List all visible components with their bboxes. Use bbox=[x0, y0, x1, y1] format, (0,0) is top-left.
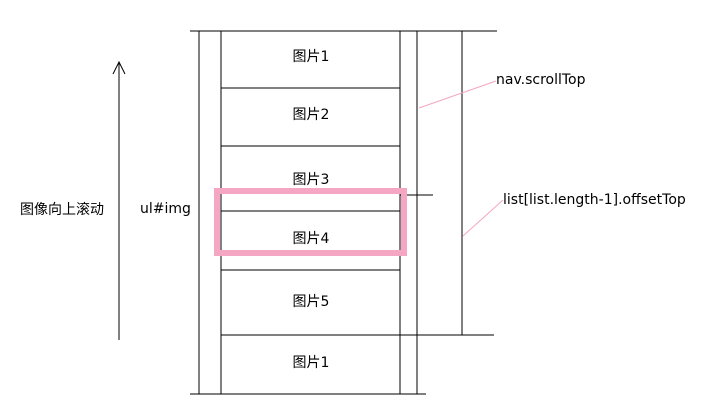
viewport-highlight bbox=[214, 188, 407, 256]
list-item-3: 图片3 bbox=[292, 172, 330, 188]
offsettop-label: list[list.length-1].offsetTop bbox=[503, 192, 686, 208]
scrolltop-leader bbox=[418, 80, 497, 109]
list-id-label: ul#img bbox=[140, 201, 191, 217]
scroll-arrow-head bbox=[112, 60, 126, 75]
list-item-6: 图片1 bbox=[292, 355, 330, 371]
scroll-direction-label: 图像向上滚动 bbox=[20, 202, 104, 218]
list-item-5: 图片5 bbox=[292, 294, 330, 310]
offsettop-leader bbox=[462, 199, 504, 237]
list-item-2: 图片2 bbox=[292, 107, 330, 123]
scrolltop-label: nav.scrollTop bbox=[496, 72, 586, 88]
list-item-1: 图片1 bbox=[292, 49, 330, 65]
list-item-4: 图片4 bbox=[292, 231, 330, 247]
